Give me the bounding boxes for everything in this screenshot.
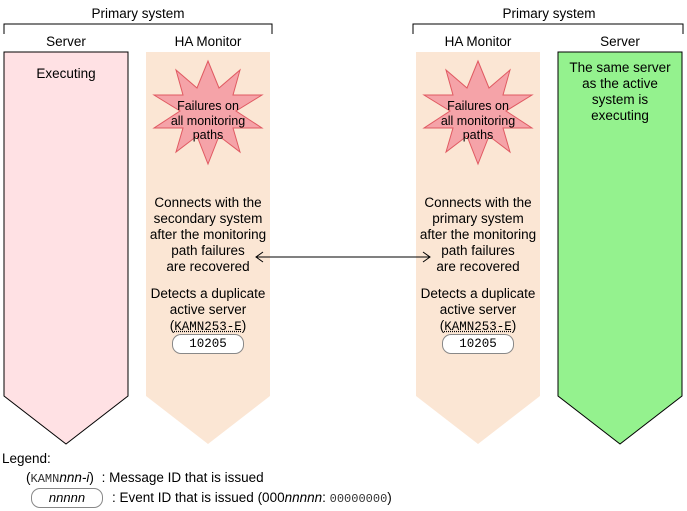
right-system-title: Primary system bbox=[502, 6, 596, 21]
legend-event-row: : Event ID that is issued (000nnnnn: 000… bbox=[112, 490, 392, 507]
right-server-status: The same server as the active system is … bbox=[558, 60, 682, 124]
reconnect-arrow-right-head bbox=[422, 251, 431, 263]
left-server-status: Executing bbox=[36, 66, 96, 81]
message-id-line: (KAMN253-E) bbox=[169, 318, 247, 334]
legend-message-desc: : Message ID that is issued bbox=[101, 470, 264, 485]
star-text-line: paths bbox=[462, 128, 494, 142]
legend-event-pill: nnnnn bbox=[31, 488, 103, 508]
connect-line: Connects with the bbox=[424, 195, 532, 210]
connect-line: after the monitoring bbox=[419, 227, 537, 242]
connect-line: path failures bbox=[441, 243, 515, 258]
right-server-status-line: as the active bbox=[582, 76, 658, 91]
left-connect-text: Connects with the secondary system after… bbox=[140, 195, 276, 275]
right-connect-text: Connects with the primary system after t… bbox=[410, 195, 546, 275]
left-system-bracket bbox=[3, 23, 273, 34]
legend-message-row: (KAMNnnn-i) : Message ID that is issued bbox=[26, 470, 264, 487]
right-server-status-line: executing bbox=[591, 108, 649, 123]
message-id-line: (KAMN253-E) bbox=[439, 318, 517, 334]
star-text-line: all monitoring bbox=[170, 113, 246, 128]
left-event-id-pill: 10205 bbox=[172, 334, 244, 354]
connect-line: are recovered bbox=[436, 259, 520, 274]
right-detect-text: Detects a duplicate active server (KAMN2… bbox=[410, 286, 546, 335]
right-server-status-line: system is bbox=[591, 92, 649, 107]
left-detect-text: Detects a duplicate active server (KAMN2… bbox=[140, 286, 276, 335]
detect-line: active server bbox=[439, 302, 517, 317]
legend-event-italic: nnnnn bbox=[284, 490, 323, 505]
star-text-line: Failures on bbox=[177, 99, 239, 113]
star-text-line: all monitoring bbox=[440, 113, 516, 128]
legend-event-desc: : Event ID that is issued (000 bbox=[112, 490, 285, 505]
connect-line: secondary system bbox=[153, 211, 263, 226]
left-monitor-header: HA Monitor bbox=[174, 34, 242, 49]
right-event-id-pill: 10205 bbox=[442, 334, 514, 354]
connect-line: Connects with the bbox=[154, 195, 262, 210]
right-server-lane bbox=[557, 51, 683, 445]
reconnect-arrow-left-head bbox=[255, 251, 264, 263]
legend-event-example: nnnnn bbox=[48, 490, 86, 505]
legend-event-close: ) bbox=[387, 490, 392, 505]
detect-line: active server bbox=[169, 302, 247, 317]
left-star-text: Failures on all monitoring paths bbox=[163, 99, 253, 143]
legend-message-italic: nnn bbox=[59, 470, 82, 485]
legend-event-code: 00000000 bbox=[329, 492, 388, 506]
star-text-line: paths bbox=[192, 128, 224, 142]
right-system-bracket bbox=[412, 23, 684, 34]
legend-title: Legend: bbox=[2, 451, 51, 466]
right-server-header: Server bbox=[600, 34, 640, 49]
left-failure-star bbox=[152, 59, 264, 166]
connect-line: are recovered bbox=[166, 259, 250, 274]
legend-message-close: ) bbox=[89, 470, 94, 485]
connect-line: path failures bbox=[171, 243, 245, 258]
left-server-header: Server bbox=[46, 34, 86, 49]
right-failure-star bbox=[422, 59, 534, 166]
detect-line: Detects a duplicate bbox=[420, 286, 536, 301]
right-server-status-line: The same server bbox=[569, 60, 671, 75]
legend-event-colon: : bbox=[322, 490, 330, 505]
star-text-line: Failures on bbox=[447, 99, 509, 113]
connect-line: primary system bbox=[432, 211, 524, 226]
left-server-lane bbox=[3, 51, 129, 445]
message-id: KAMN253-E bbox=[444, 320, 512, 334]
legend-message-suffix: -i bbox=[81, 470, 90, 485]
message-id: KAMN253-E bbox=[174, 320, 242, 334]
legend-message-code: KAMN bbox=[30, 472, 60, 486]
left-system-title: Primary system bbox=[91, 6, 185, 21]
detect-line: Detects a duplicate bbox=[150, 286, 266, 301]
connect-line: after the monitoring bbox=[149, 227, 267, 242]
legend-message-open: ( bbox=[26, 470, 31, 485]
right-star-text: Failures on all monitoring paths bbox=[433, 99, 523, 143]
right-monitor-header: HA Monitor bbox=[444, 34, 512, 49]
